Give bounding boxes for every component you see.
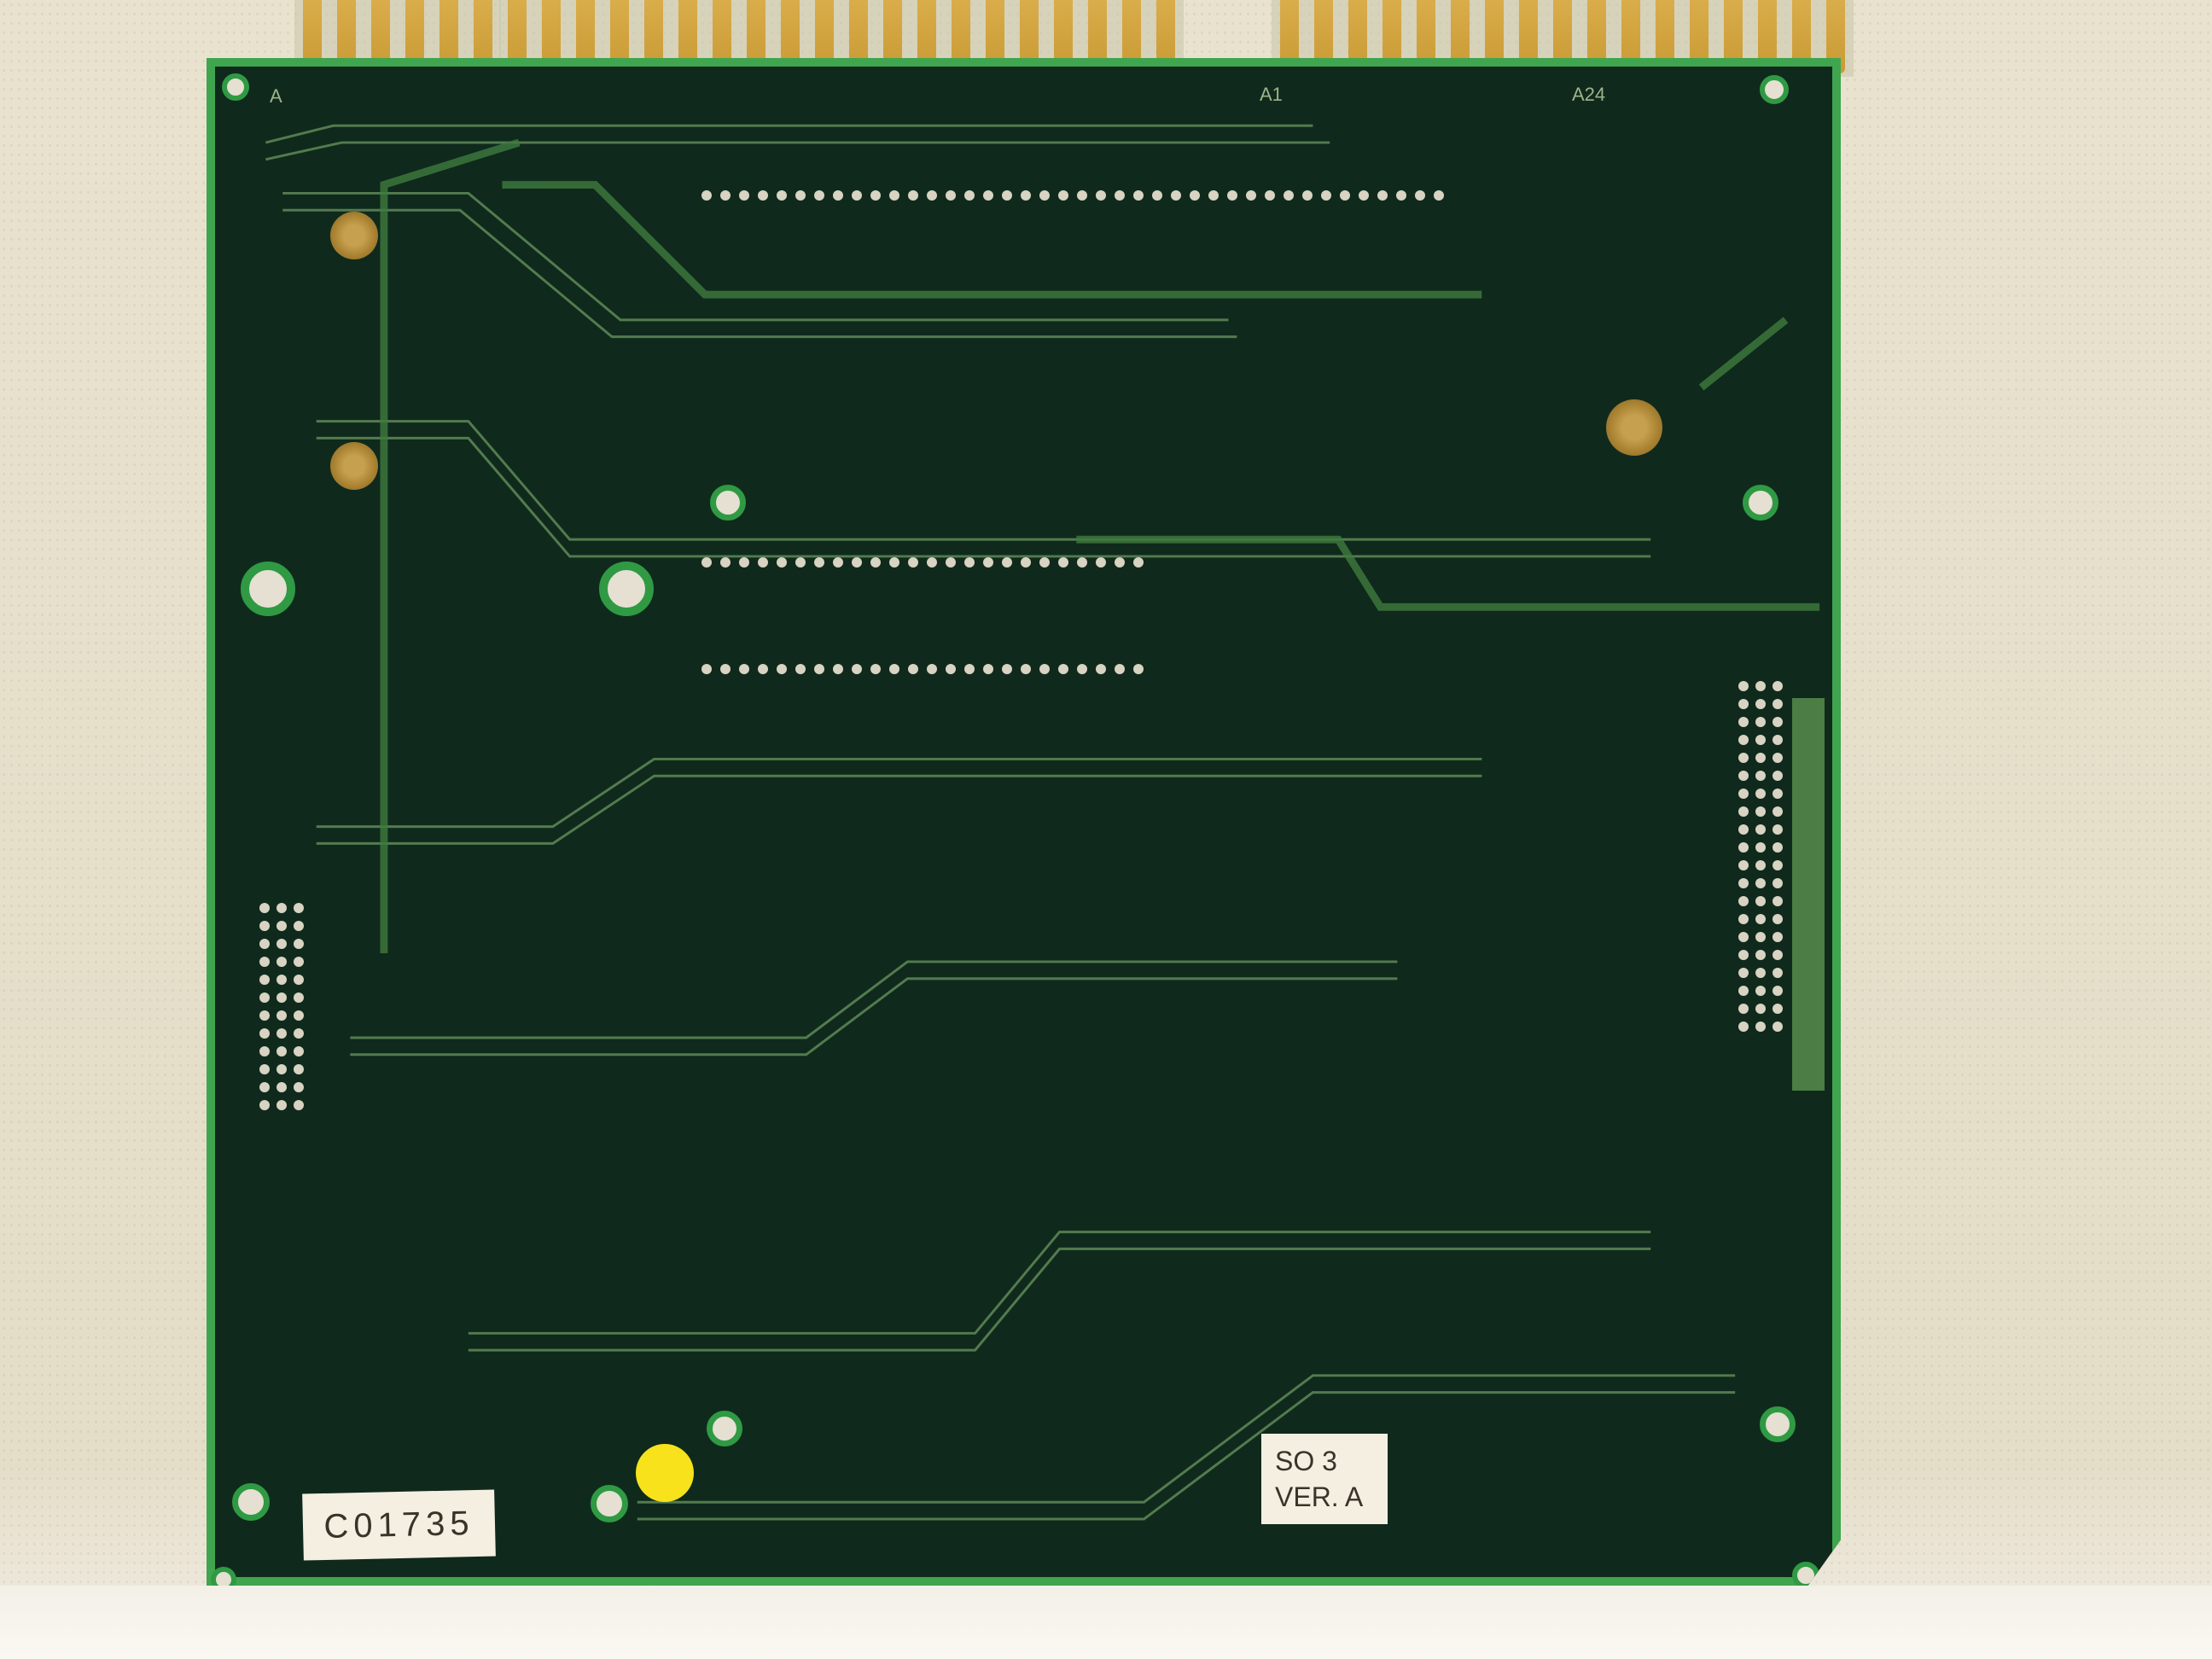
shelf-surface <box>0 1586 2212 1659</box>
yellow-marker-dot <box>636 1444 694 1502</box>
mounting-hole <box>241 562 295 616</box>
silkscreen-a24: A24 <box>1572 84 1606 105</box>
ic-pad-row <box>701 664 1144 674</box>
silkscreen-a1: A1 <box>1260 84 1283 105</box>
screw-head <box>330 442 378 490</box>
mounting-hole-top-left <box>222 73 249 101</box>
edge-connector-main <box>499 0 1184 77</box>
mounting-hole-bottom-left <box>211 1567 236 1586</box>
mounting-hole <box>1743 485 1778 521</box>
mounting-hole-top-right <box>1760 75 1789 104</box>
silkscreen-a: A <box>270 85 282 107</box>
version-sticker: SO 3 VER. A <box>1261 1434 1388 1524</box>
pin-header-left <box>259 903 304 1110</box>
ground-strip <box>1792 698 1825 1091</box>
ic-pad-row <box>701 190 1444 201</box>
pin-header-right <box>1738 681 1783 1032</box>
copper-traces <box>265 124 1820 1521</box>
version-sticker-line2: VER. A <box>1275 1481 1364 1512</box>
circuit-board: A1 A24 A <box>207 58 1841 1586</box>
screw-head <box>1606 399 1662 456</box>
mounting-hole <box>591 1485 628 1522</box>
mounting-hole <box>1760 1406 1796 1442</box>
version-sticker-line1: SO 3 <box>1275 1446 1337 1476</box>
mounting-hole <box>710 485 746 521</box>
screw-head <box>330 212 378 259</box>
ic-pad-row <box>701 557 1144 568</box>
mounting-hole <box>707 1411 742 1447</box>
serial-number-sticker: C01735 <box>302 1489 496 1561</box>
edge-connector-left <box>294 0 501 77</box>
mounting-hole <box>599 562 654 616</box>
mounting-hole <box>232 1483 270 1521</box>
